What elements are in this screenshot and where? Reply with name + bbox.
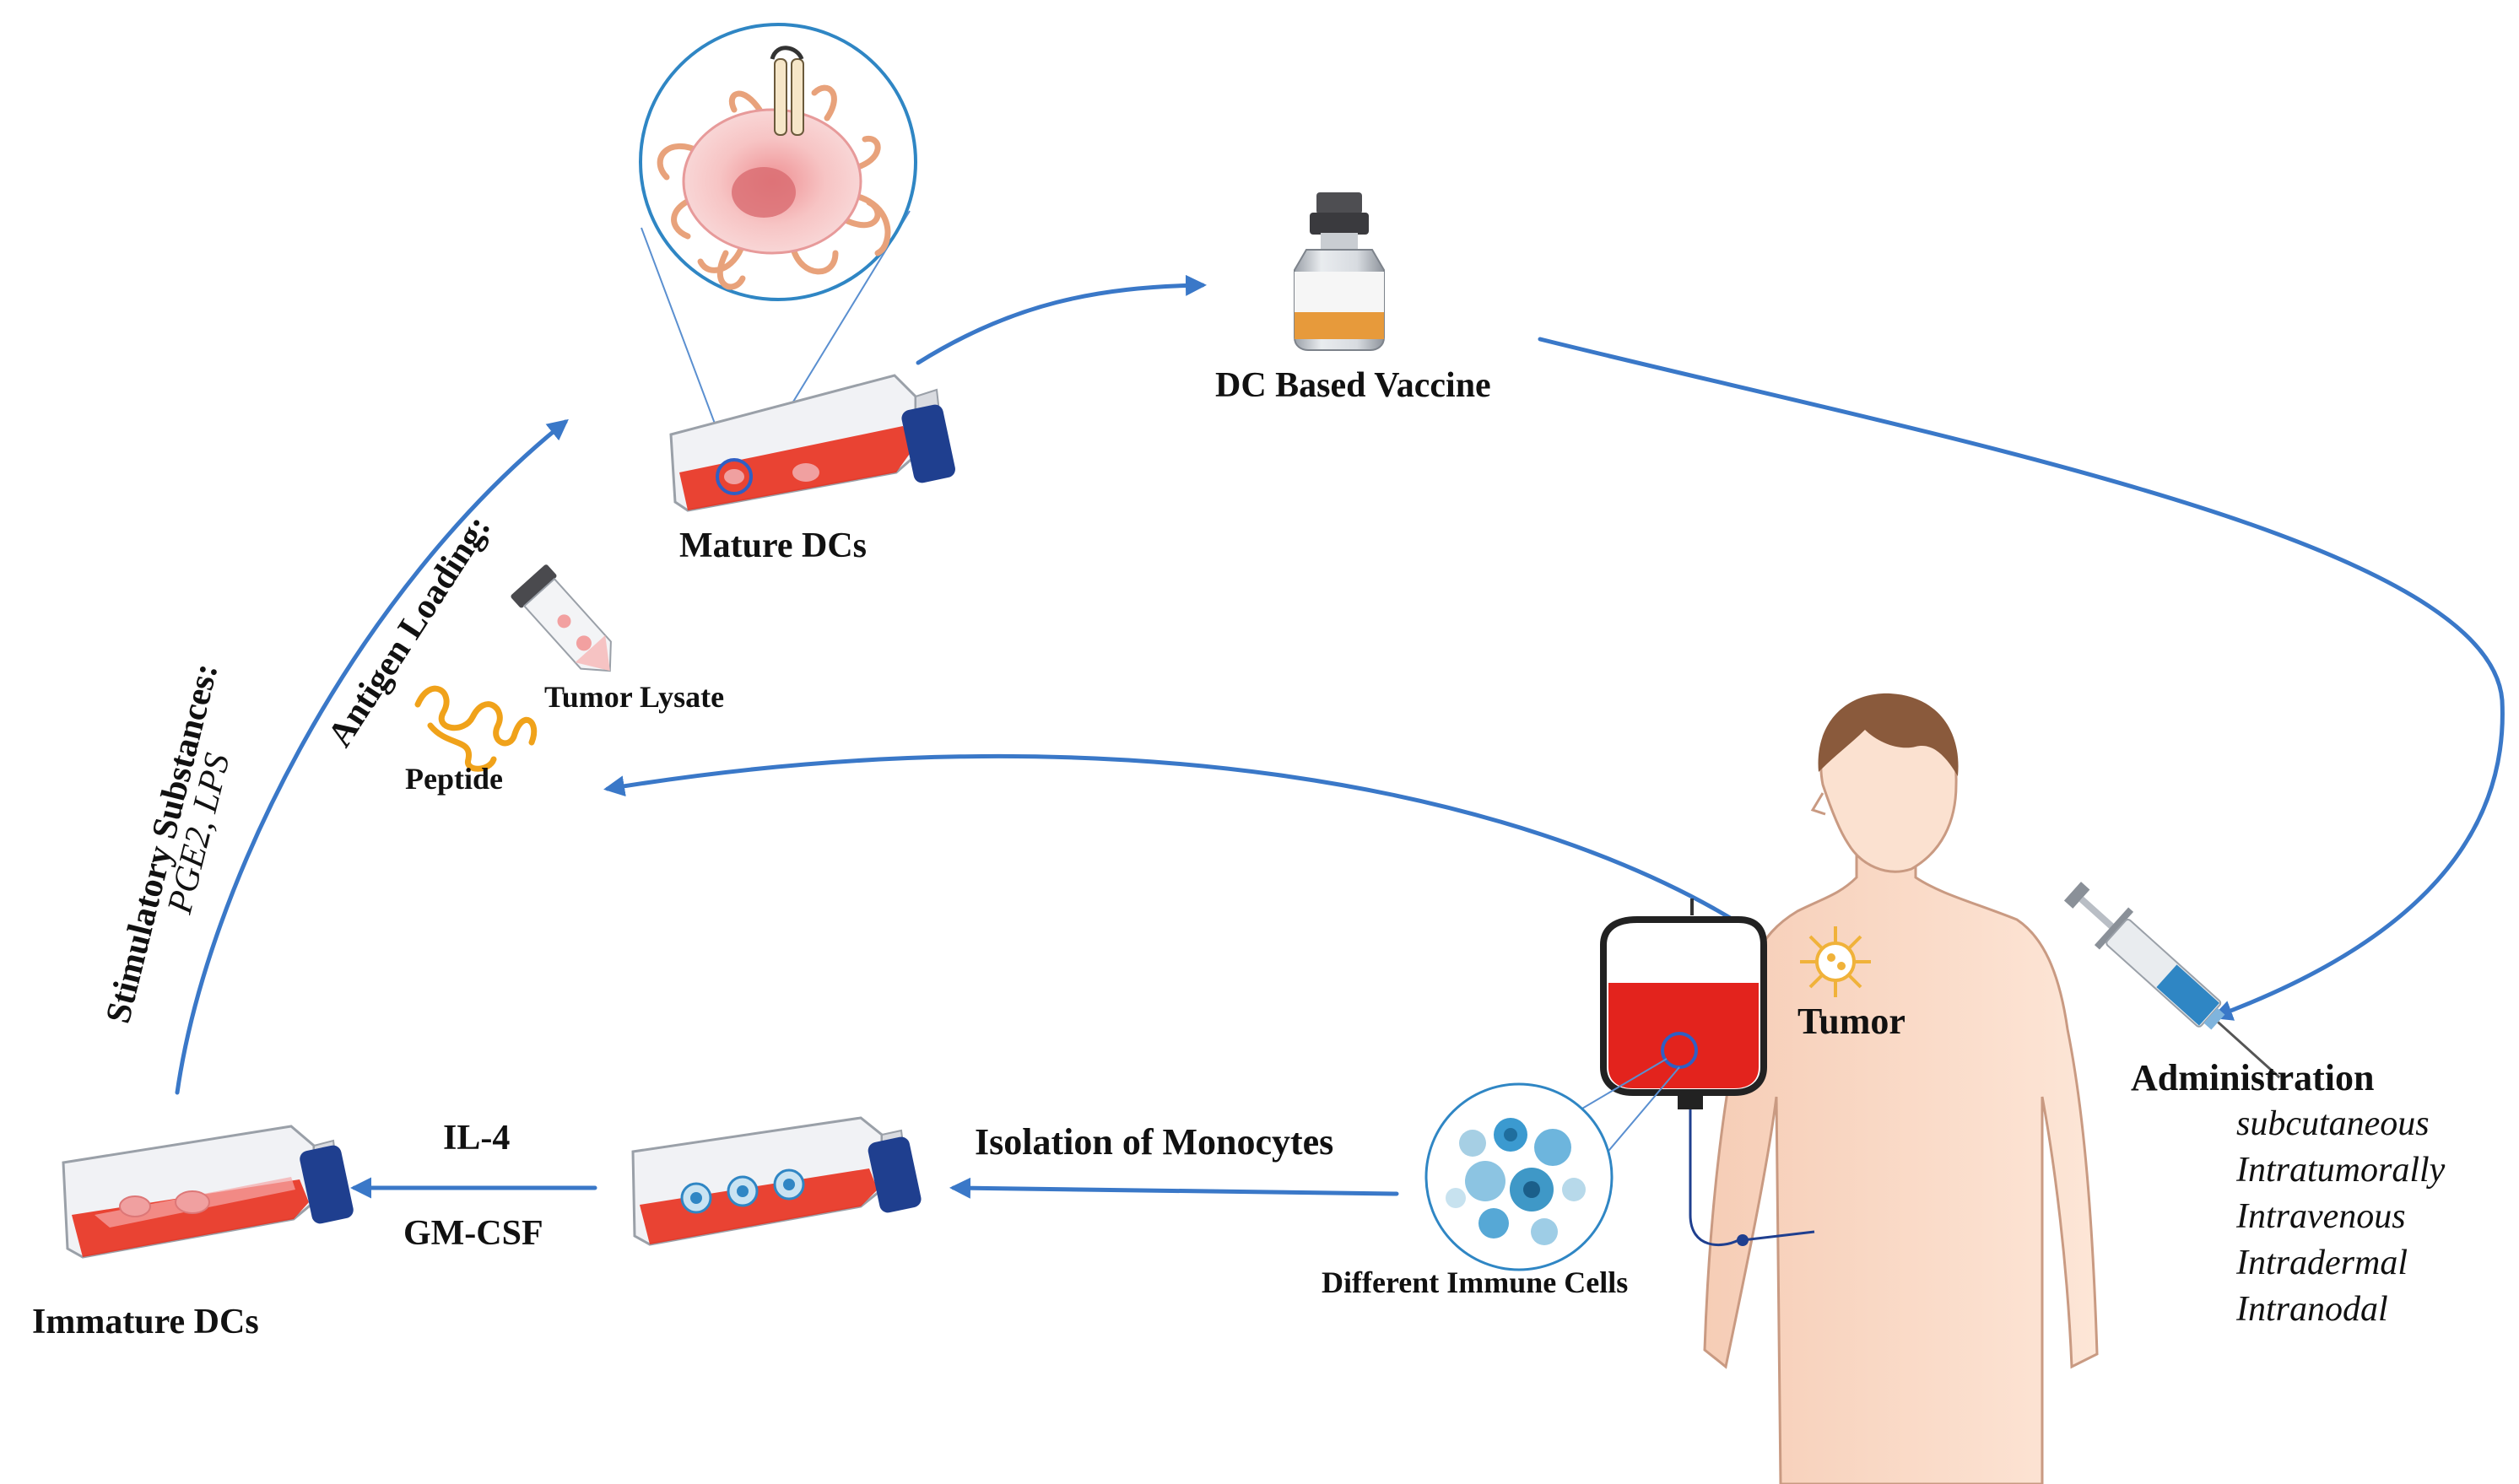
route-item: Intradermal <box>2235 1244 2408 1282</box>
different-immune-cells-label: Different Immune Cells <box>1322 1265 1628 1299</box>
gmcsf-label: GM-CSF <box>403 1214 543 1253</box>
immature-dcs-label: Immature DCs <box>32 1303 259 1341</box>
route-item: Intranodal <box>2235 1290 2388 1329</box>
arrow-blood-to-monocytes <box>949 1177 1399 1199</box>
isolation-label: Isolation of Monocytes <box>975 1121 1333 1163</box>
administration-label: Administration <box>2131 1057 2374 1098</box>
tumor-lysate-label: Tumor Lysate <box>544 680 724 714</box>
immature-dcs-flask-icon <box>62 1125 354 1259</box>
monocytes-flask-icon <box>631 1116 922 1246</box>
route-item: subcutaneous <box>2236 1104 2430 1143</box>
patient-figure-icon <box>1703 693 2099 1484</box>
mature-dc-zoom <box>639 23 917 472</box>
il4-label: IL-4 <box>443 1119 510 1158</box>
arrow-tumor-to-peptide <box>603 753 1749 931</box>
tumor-cell-icon <box>1800 926 1871 997</box>
peptide-label: Peptide <box>405 762 503 796</box>
vaccine-vial-icon <box>1294 192 1385 351</box>
arrow-mature-to-vaccine <box>916 274 1207 365</box>
dc-vaccine-label: DC Based Vaccine <box>1215 366 1491 405</box>
tumor-label: Tumor <box>1797 1001 1905 1042</box>
immune-cells-zoom <box>1424 1058 1680 1271</box>
flow-arrows <box>175 274 2505 1199</box>
tumor-lysate-tube-icon <box>511 564 612 672</box>
mature-dcs-flask-icon <box>669 374 955 512</box>
dendritic-cell-icon <box>657 84 891 290</box>
arrow-immature-to-mature <box>175 418 569 1095</box>
peptide-icon <box>414 685 538 772</box>
route-item: Intravenous <box>2235 1197 2406 1236</box>
arrow-vaccine-to-administration <box>1538 337 2505 1021</box>
route-item: Intratumorally <box>2235 1151 2446 1190</box>
blood-bag-icon <box>1600 898 1767 1246</box>
syringe-icon <box>2063 882 2281 1079</box>
mature-dcs-label: Mature DCs <box>679 526 867 565</box>
mhc-receptor-icon <box>770 46 804 136</box>
